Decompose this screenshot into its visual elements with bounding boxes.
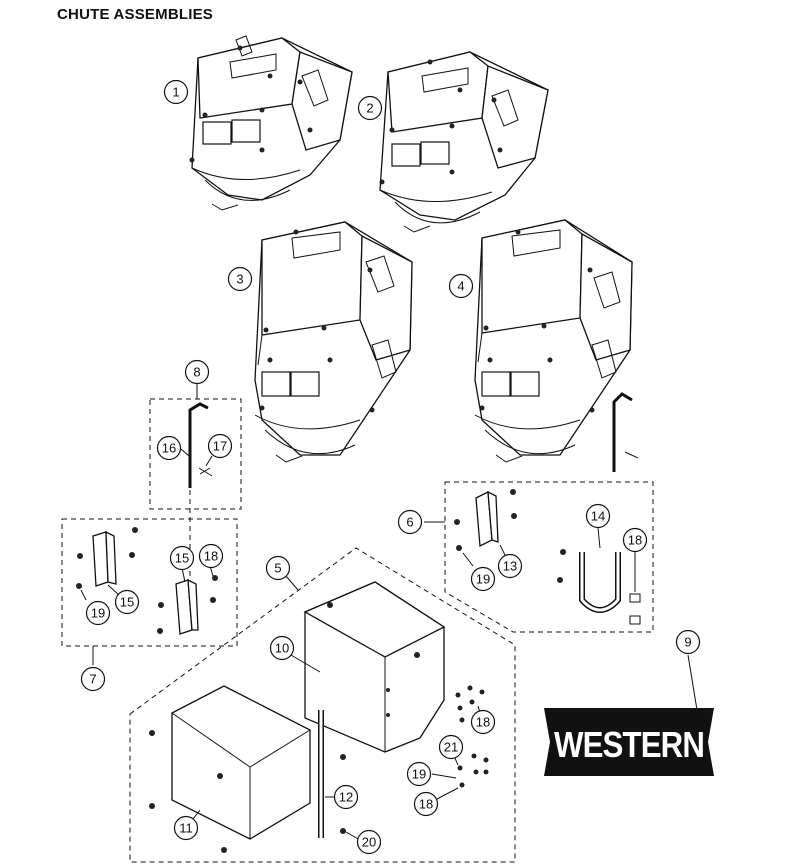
- callout-circle: [184, 359, 210, 385]
- callout-number: 14: [591, 509, 605, 524]
- callout-circle: [114, 589, 140, 615]
- callout-number: 6: [406, 515, 413, 530]
- callout-c14: 14: [585, 503, 611, 529]
- chute-assembly-4: [474, 219, 639, 472]
- callout-circle: [585, 503, 611, 529]
- callout-c7: 7: [80, 666, 106, 692]
- callout-circle: [169, 545, 195, 571]
- callout-number: 9: [684, 635, 691, 650]
- callout-c5: 5: [265, 555, 291, 581]
- callout-c19b: 19: [470, 566, 496, 592]
- callout-circle: [198, 543, 224, 569]
- chute-assembly-2: [379, 51, 549, 233]
- guard-kit-group-5: [129, 547, 516, 863]
- callout-number: 7: [89, 672, 96, 687]
- callout-c18b: 18: [622, 527, 648, 553]
- callout-c19a: 19: [85, 600, 111, 626]
- callout-circle: [438, 734, 464, 760]
- callout-circle: [497, 553, 523, 579]
- callout-c2: 2: [357, 95, 383, 121]
- callout-number: 15: [120, 595, 134, 610]
- callout-number: 18: [419, 797, 433, 812]
- callout-circle: [80, 666, 106, 692]
- callout-circle: [357, 95, 383, 121]
- callout-c9: 9: [675, 629, 701, 655]
- callout-number: 17: [213, 439, 227, 454]
- callout-circle: [207, 433, 233, 459]
- pin-kit-group-8: [149, 380, 242, 580]
- callout-number: 18: [476, 715, 490, 730]
- callout-c6: 6: [397, 509, 423, 535]
- western-logo-decal: WESTERN: [544, 654, 714, 776]
- callout-c18c: 18: [470, 709, 496, 735]
- callout-circle: [448, 273, 474, 299]
- callout-c16: 16: [156, 435, 182, 461]
- callout-number: 3: [236, 272, 243, 287]
- callout-c20: 20: [356, 829, 382, 855]
- callout-number: 2: [366, 101, 373, 116]
- callout-c12: 12: [333, 784, 359, 810]
- callout-number: 11: [179, 821, 193, 836]
- chute-assembly-3: [254, 221, 413, 463]
- callout-number: 4: [457, 279, 464, 294]
- hardware-kit-group-6: [424, 481, 654, 633]
- callout-number: 18: [628, 533, 642, 548]
- callout-circle: [470, 709, 496, 735]
- callout-circle: [675, 629, 701, 655]
- callout-number: 10: [275, 641, 289, 656]
- callout-c21: 21: [438, 734, 464, 760]
- callout-circle: [333, 784, 359, 810]
- callout-circle: [356, 829, 382, 855]
- callout-number: 8: [193, 365, 200, 380]
- callout-c18a: 18: [198, 543, 224, 569]
- callout-circle: [622, 527, 648, 553]
- callout-number: 16: [162, 441, 176, 456]
- callout-circle: [397, 509, 423, 535]
- callout-number: 21: [444, 740, 458, 755]
- callout-number: 12: [339, 790, 353, 805]
- callout-c10: 10: [269, 635, 295, 661]
- callout-c18d: 18: [413, 791, 439, 817]
- callout-circle: [156, 435, 182, 461]
- callout-number: 19: [476, 572, 490, 587]
- callout-circle: [265, 555, 291, 581]
- callout-c13: 13: [497, 553, 523, 579]
- callout-circle: [227, 266, 253, 292]
- callout-circle: [85, 600, 111, 626]
- callout-c11: 11: [173, 815, 199, 841]
- callout-number: 15: [175, 551, 189, 566]
- callout-circle: [406, 761, 432, 787]
- callout-number: 5: [274, 561, 281, 576]
- callout-circle: [173, 815, 199, 841]
- callout-number: 13: [503, 559, 517, 574]
- callout-c15a: 15: [114, 589, 140, 615]
- callout-c19c: 19: [406, 761, 432, 787]
- logo-text: WESTERN: [554, 724, 704, 765]
- callout-c1: 1: [163, 79, 189, 105]
- callout-c8: 8: [184, 359, 210, 385]
- bracket-kit-group-7: [61, 518, 238, 665]
- callout-number: 1: [172, 85, 179, 100]
- chute-assembly-1: [189, 35, 353, 211]
- callout-circle: [269, 635, 295, 661]
- callout-circle: [413, 791, 439, 817]
- callout-circle: [163, 79, 189, 105]
- callout-c17: 17: [207, 433, 233, 459]
- page-title: CHUTE ASSEMBLIES: [57, 6, 213, 23]
- callout-number: 20: [362, 835, 376, 850]
- callout-c15b: 15: [169, 545, 195, 571]
- callout-number: 19: [412, 767, 426, 782]
- callout-c3: 3: [227, 266, 253, 292]
- callout-number: 18: [204, 549, 218, 564]
- callout-number: 19: [91, 606, 105, 621]
- callout-c4: 4: [448, 273, 474, 299]
- callout-circle: [470, 566, 496, 592]
